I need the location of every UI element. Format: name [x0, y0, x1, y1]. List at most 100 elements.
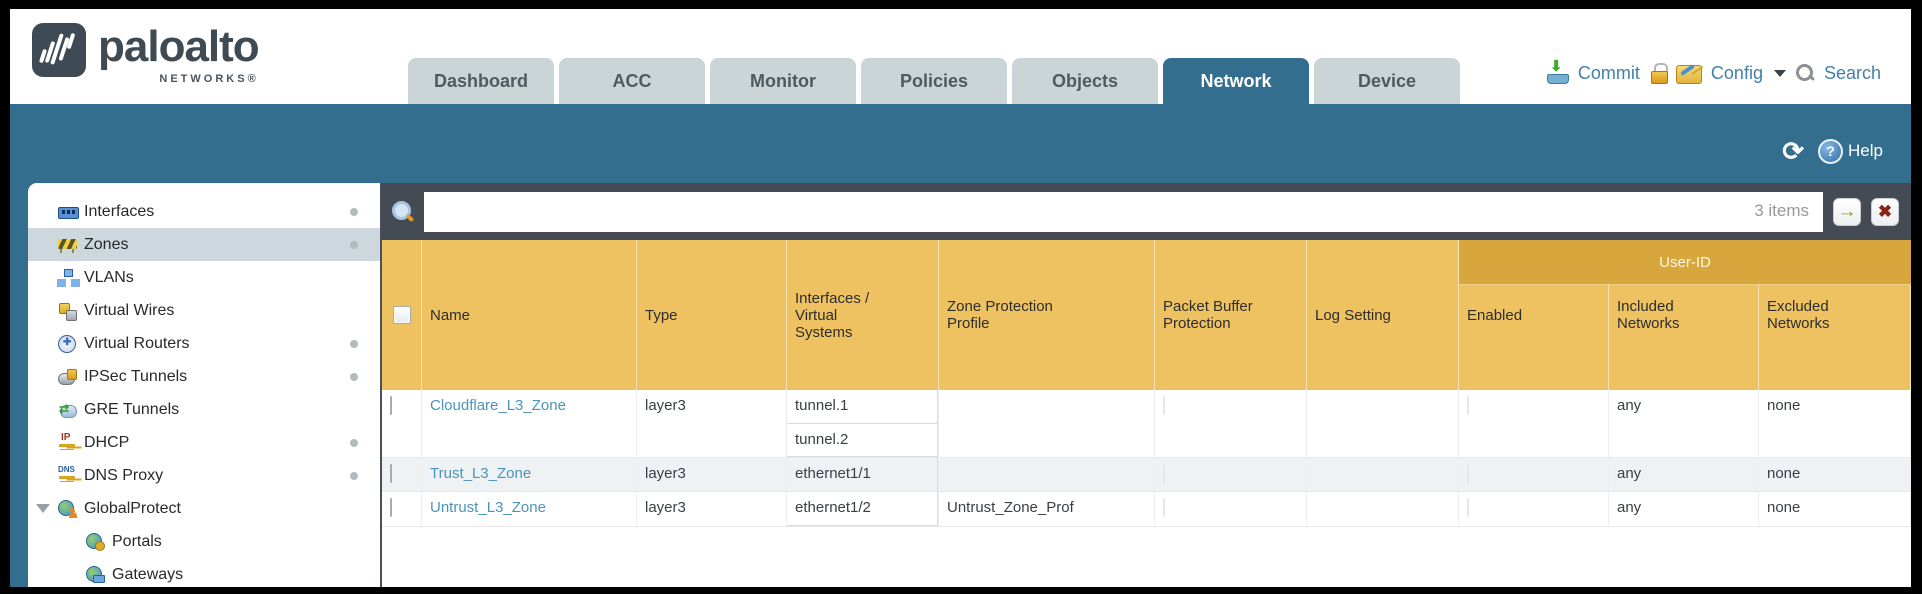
commit-button[interactable]: Commit — [1577, 62, 1640, 83]
help-label: Help — [1848, 141, 1883, 160]
app-window: paloalto NETWORKS® Dashboard ACC Monitor… — [10, 9, 1911, 587]
packet-buffer-protection-cell — [1155, 390, 1307, 457]
help-button[interactable]: ? Help — [1818, 138, 1883, 164]
packet-buffer-checkbox[interactable] — [1163, 464, 1165, 483]
sidebar-item-vlans[interactable]: VLANs — [28, 261, 380, 294]
network-sidebar: Interfaces Zones VLANs Virtual Wires Vir… — [28, 183, 380, 587]
filter-search-icon[interactable] — [390, 200, 414, 224]
items-count: 3 items — [1754, 200, 1809, 220]
sidebar-item-zones[interactable]: Zones — [28, 228, 380, 261]
excluded-networks-cell: none — [1759, 492, 1911, 526]
lock-icon[interactable] — [1649, 62, 1668, 84]
packet-buffer-protection-cell — [1155, 492, 1307, 526]
help-icon: ? — [1818, 138, 1844, 164]
chevron-down-icon[interactable] — [36, 504, 50, 513]
column-header-excluded-networks[interactable]: Excluded Networks — [1759, 240, 1911, 390]
column-header-enabled[interactable]: Enabled — [1459, 240, 1609, 390]
status-dot — [350, 373, 358, 381]
sidebar-item-dhcp[interactable]: DHCP — [28, 426, 380, 459]
gateways-icon — [86, 565, 105, 584]
log-setting-cell — [1307, 458, 1459, 491]
column-header-type[interactable]: Type — [637, 240, 787, 390]
column-header-included-networks[interactable]: Included Networks — [1609, 240, 1759, 390]
clear-filter-button[interactable]: ✖ — [1871, 197, 1899, 226]
config-caret-icon[interactable] — [1773, 69, 1786, 77]
user-id-enabled-cell — [1459, 492, 1609, 526]
sidebar-item-gre-tunnels[interactable]: GRE Tunnels — [28, 393, 380, 426]
sidebar-item-globalprotect[interactable]: GlobalProtect — [28, 492, 380, 525]
sidebar-item-virtual-wires[interactable]: Virtual Wires — [28, 294, 380, 327]
globalprotect-icon — [58, 499, 77, 518]
column-header-name[interactable]: Name — [422, 240, 637, 390]
main-nav-tabs: Dashboard ACC Monitor Policies Objects N… — [408, 58, 1460, 104]
brand-subtitle: NETWORKS® — [159, 73, 259, 85]
vlans-icon — [58, 268, 77, 287]
interface-entry: ethernet1/1 — [787, 458, 938, 491]
zone-name-link[interactable]: Cloudflare_L3_Zone — [430, 397, 566, 414]
zone-name-cell: Untrust_L3_Zone — [422, 492, 637, 526]
table-header: User-ID Name Type Interfaces / Virtual S… — [382, 240, 1911, 390]
tab-device[interactable]: Device — [1314, 58, 1460, 104]
search-button[interactable]: Search — [1823, 62, 1881, 83]
packet-buffer-checkbox[interactable] — [1163, 498, 1165, 517]
apply-filter-button[interactable]: → — [1833, 197, 1861, 226]
sidebar-item-gateways[interactable]: Gateways — [28, 558, 380, 587]
top-header: paloalto NETWORKS® Dashboard ACC Monitor… — [10, 9, 1911, 104]
tab-acc[interactable]: ACC — [559, 58, 705, 104]
green-arrow-icon: → — [1837, 200, 1857, 222]
included-networks-cell: any — [1609, 458, 1759, 491]
brand-name: paloalto — [98, 22, 260, 71]
user-id-enabled-cell — [1459, 458, 1609, 491]
tab-network[interactable]: Network — [1163, 58, 1309, 104]
tab-policies[interactable]: Policies — [861, 58, 1007, 104]
column-header-log-setting[interactable]: Log Setting — [1307, 240, 1459, 390]
zone-protection-profile-cell — [939, 458, 1155, 491]
log-setting-cell — [1307, 390, 1459, 457]
column-header-packet-buffer-protection[interactable]: Packet Buffer Protection — [1155, 240, 1307, 390]
table-row: Cloudflare_L3_Zone layer3 tunnel.1 tunne… — [382, 390, 1911, 458]
sidebar-item-virtual-routers[interactable]: Virtual Routers — [28, 327, 380, 360]
config-icon[interactable] — [1675, 62, 1702, 84]
column-header-interfaces[interactable]: Interfaces / Virtual Systems — [787, 240, 939, 390]
main-panel: 3 items → ✖ User-ID Name Type Interfaces… — [380, 183, 1911, 587]
status-dot — [350, 208, 358, 216]
sidebar-item-ipsec-tunnels[interactable]: IPSec Tunnels — [28, 360, 380, 393]
search-icon[interactable] — [1795, 63, 1815, 83]
commit-icon[interactable] — [1545, 57, 1569, 85]
enabled-checkbox[interactable] — [1467, 498, 1469, 517]
interfaces-icon — [58, 203, 79, 221]
column-header-zone-protection-profile[interactable]: Zone Protection Profile — [939, 240, 1155, 390]
excluded-networks-cell: none — [1759, 390, 1911, 457]
row-checkbox[interactable] — [390, 464, 392, 483]
enabled-checkbox[interactable] — [1467, 464, 1469, 483]
status-dot — [350, 472, 358, 480]
ipsec-tunnels-icon — [58, 368, 77, 386]
status-dot — [350, 241, 358, 249]
zone-name-cell: Cloudflare_L3_Zone — [422, 390, 637, 457]
packet-buffer-checkbox[interactable] — [1163, 396, 1165, 415]
zone-interfaces-cell: tunnel.1 tunnel.2 — [787, 390, 939, 457]
row-checkbox[interactable] — [390, 498, 392, 517]
included-networks-cell: any — [1609, 390, 1759, 457]
tab-monitor[interactable]: Monitor — [710, 58, 856, 104]
sidebar-item-portals[interactable]: Portals — [28, 525, 380, 558]
portals-icon — [86, 532, 105, 551]
paloalto-logo-icon — [32, 23, 86, 77]
sidebar-item-dns-proxy[interactable]: DNS Proxy — [28, 459, 380, 492]
zone-name-link[interactable]: Trust_L3_Zone — [430, 465, 532, 482]
zone-name-link[interactable]: Untrust_L3_Zone — [430, 499, 546, 516]
sidebar-item-interfaces[interactable]: Interfaces — [28, 195, 380, 228]
tab-objects[interactable]: Objects — [1012, 58, 1158, 104]
log-setting-cell — [1307, 492, 1459, 526]
filter-input[interactable] — [424, 191, 1823, 232]
select-all-checkbox[interactable] — [392, 306, 411, 324]
refresh-icon[interactable]: ⟳ — [1782, 136, 1805, 166]
row-checkbox[interactable] — [390, 396, 392, 415]
zone-type-cell: layer3 — [637, 458, 787, 491]
virtual-routers-icon — [58, 334, 77, 353]
enabled-checkbox[interactable] — [1467, 396, 1469, 415]
dns-proxy-icon — [58, 465, 77, 485]
zone-name-cell: Trust_L3_Zone — [422, 458, 637, 491]
tab-dashboard[interactable]: Dashboard — [408, 58, 554, 104]
config-button[interactable]: Config — [1710, 62, 1763, 83]
